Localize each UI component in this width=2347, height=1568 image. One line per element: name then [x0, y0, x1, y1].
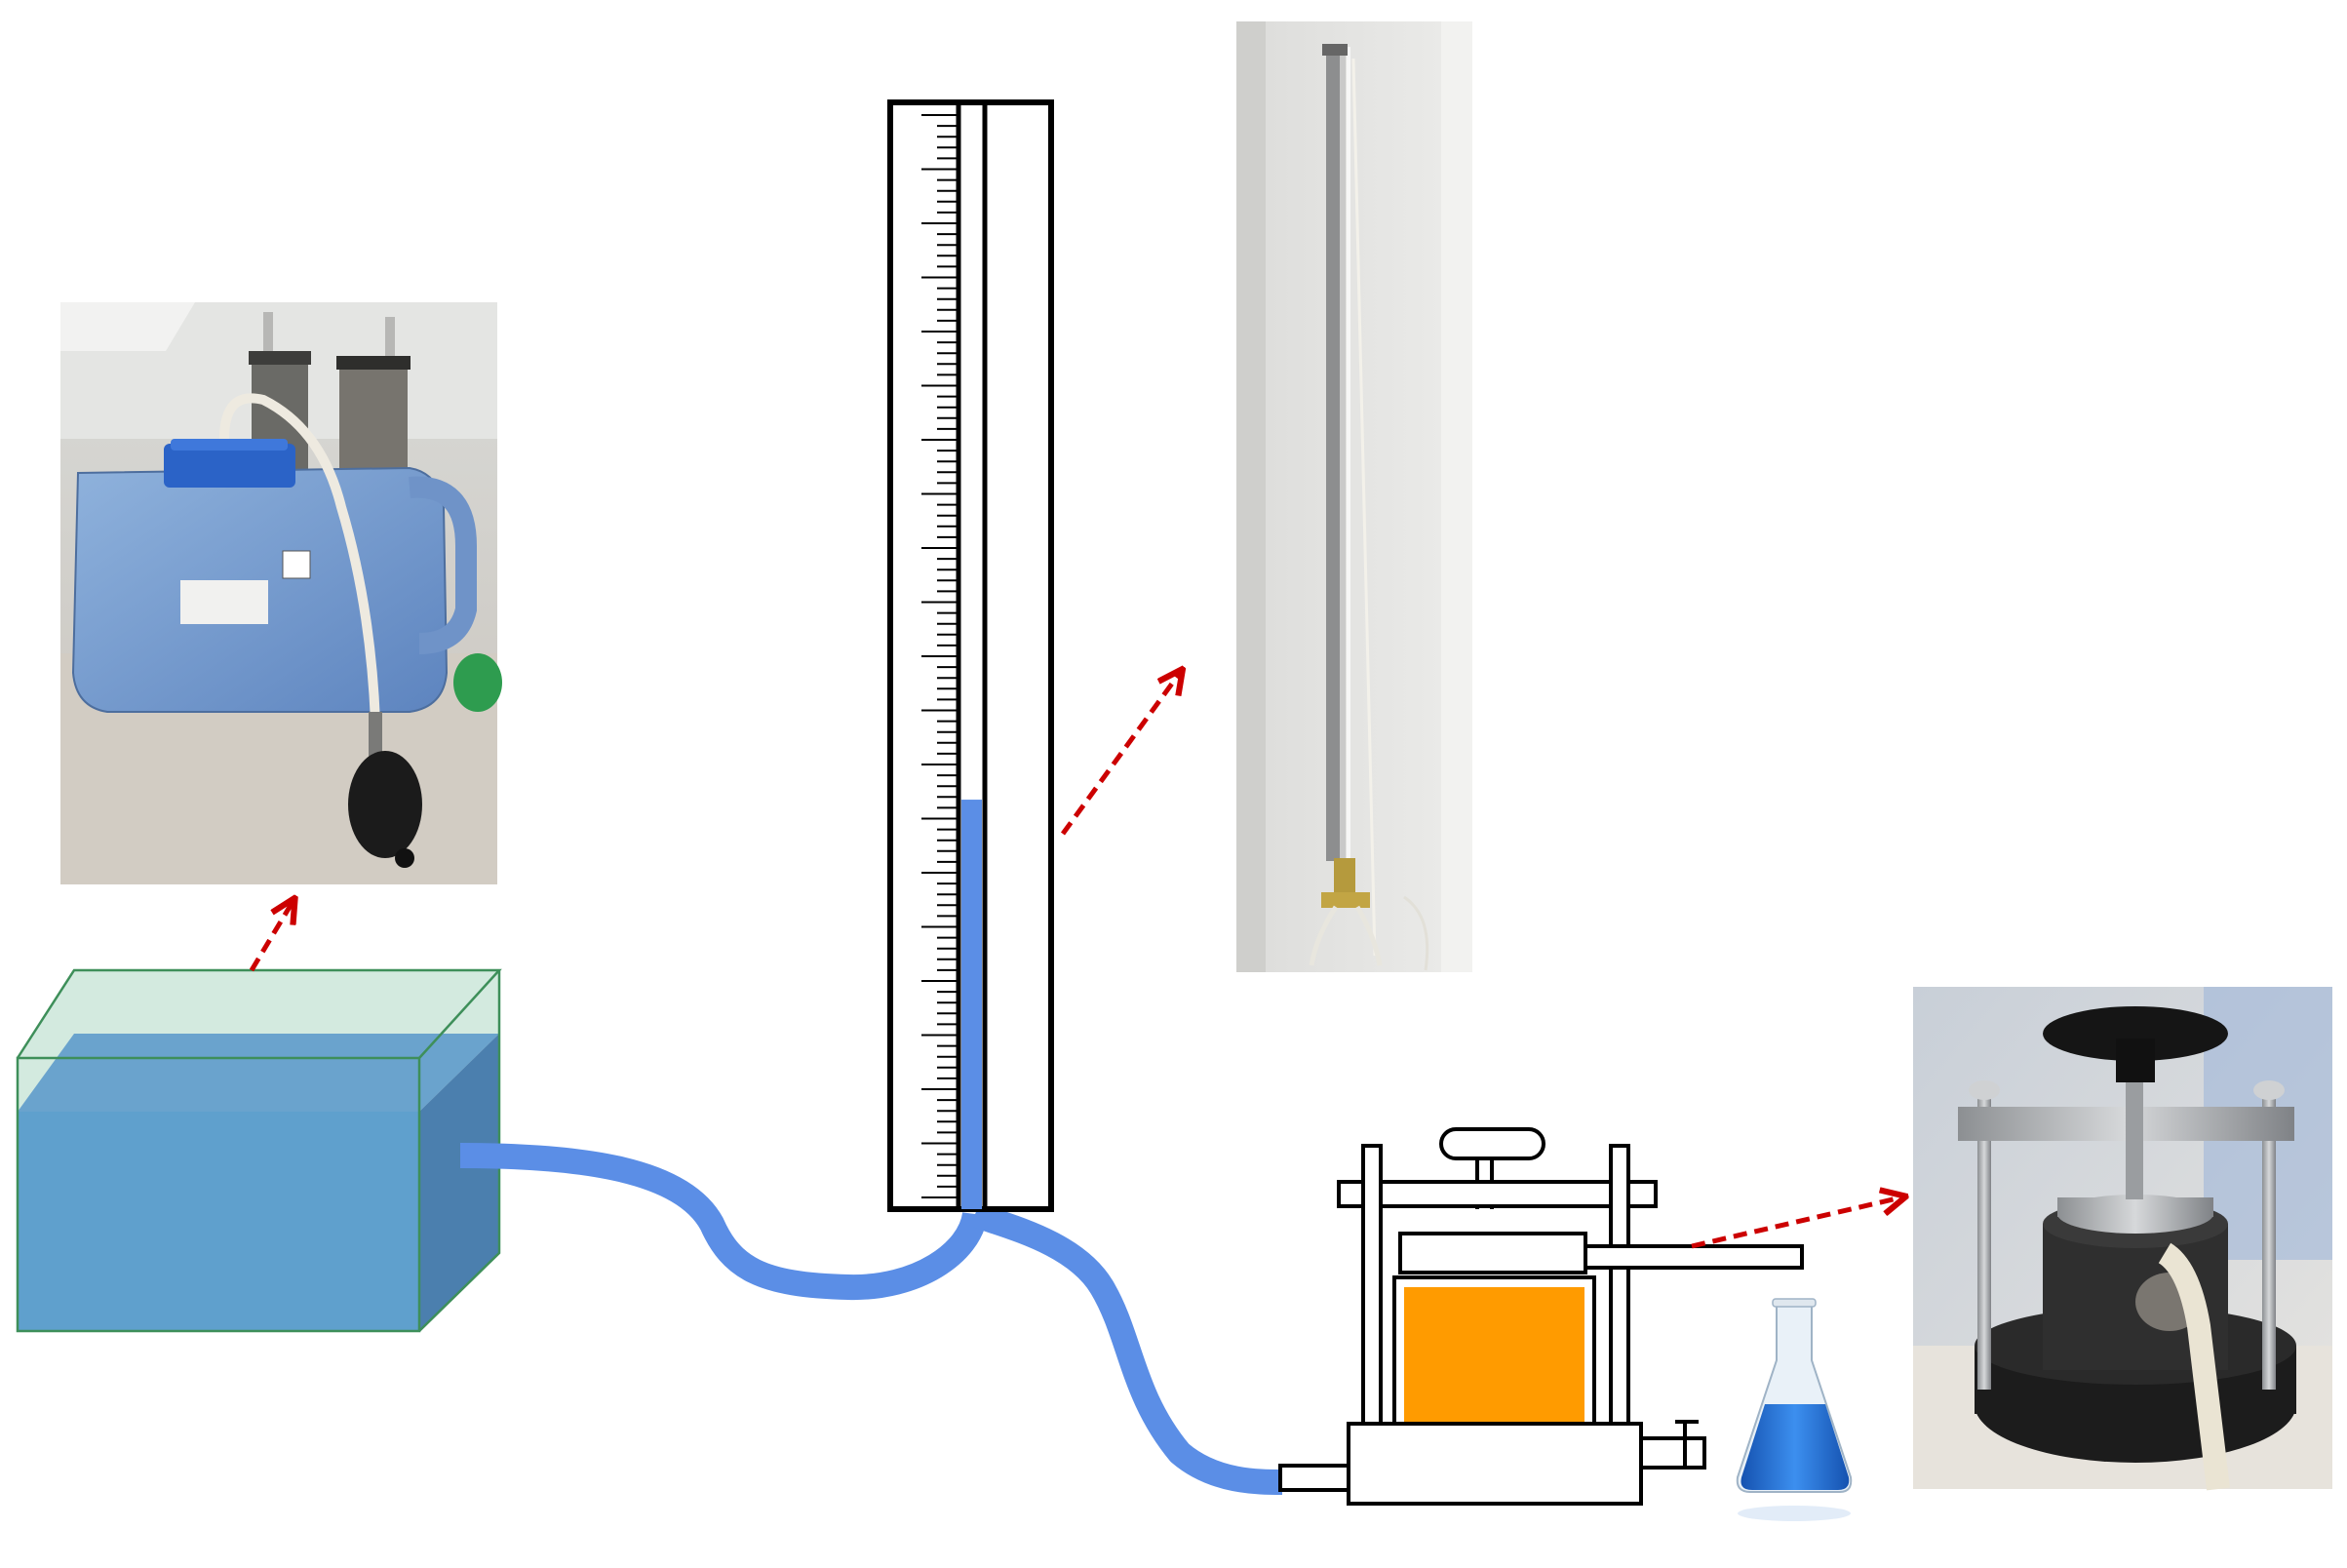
erlenmeyer-flask-icon	[1736, 1298, 1853, 1521]
manometer-drawing	[887, 99, 1054, 1212]
tank-photo	[60, 302, 502, 884]
water-tank	[16, 968, 502, 1333]
manometer-photo	[1236, 21, 1472, 972]
permeameter-drawing	[1278, 1127, 1804, 1506]
cell-photo	[1913, 987, 2332, 1491]
arrow-tank-to-photo	[249, 902, 293, 972]
arrow-cell-to-photo	[1691, 1197, 1901, 1249]
pointer-arrows	[249, 673, 1901, 1249]
connecting-tube	[459, 1143, 1283, 1495]
arrow-manometer-to-photo	[1060, 673, 1180, 836]
